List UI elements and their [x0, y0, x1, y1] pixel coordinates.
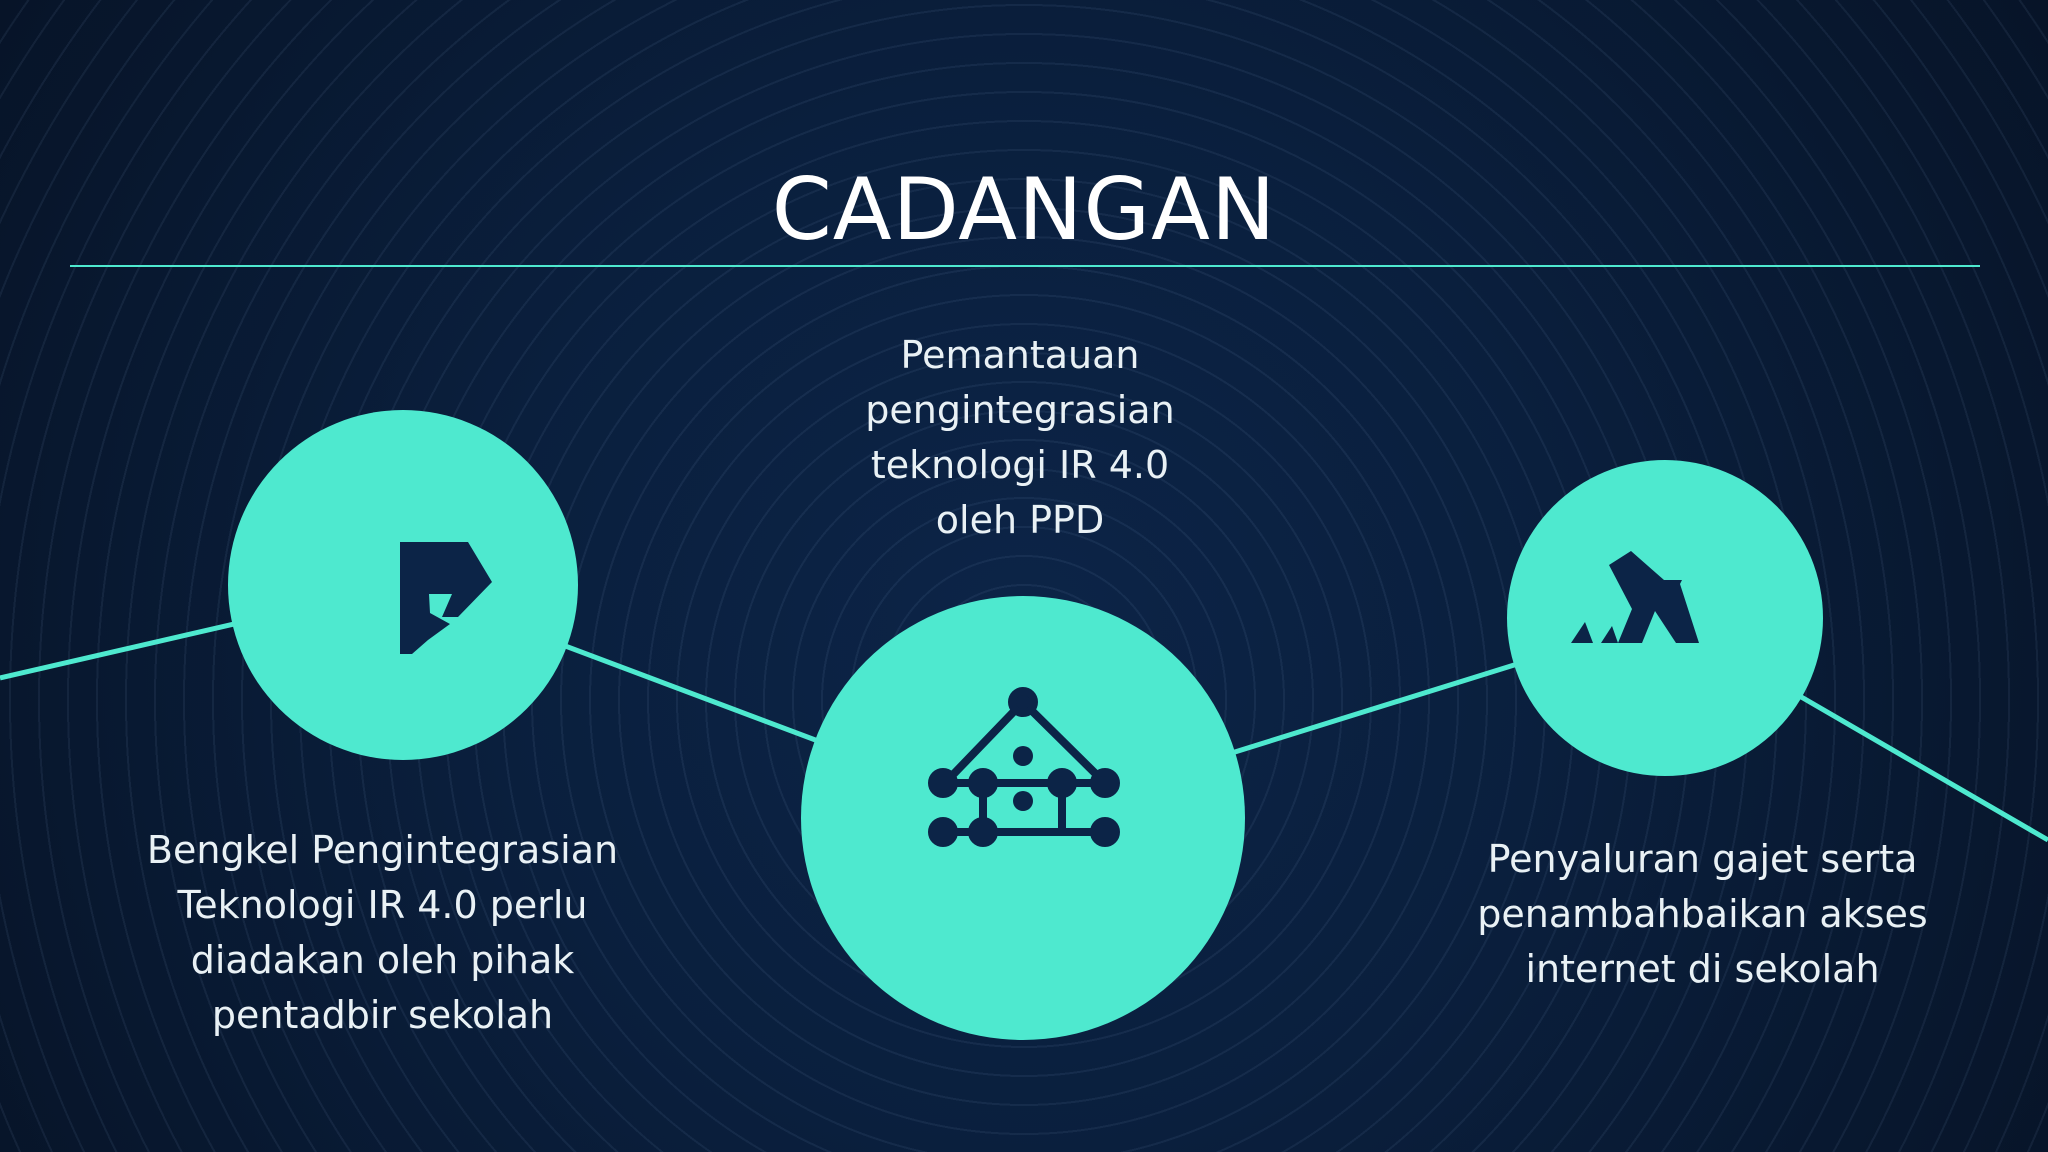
caption-line: oleh PPD [935, 498, 1105, 542]
timeline-node-center [801, 596, 1245, 1040]
caption-line: Teknologi IR 4.0 perlu [177, 883, 588, 927]
caption-line: diadakan oleh pihak [190, 938, 575, 982]
caption-right: Penyaluran gajet serta penambahbaikan ak… [1455, 832, 1950, 997]
caption-line: penambahbaikan akses [1477, 892, 1928, 936]
timeline-node-right [1507, 460, 1823, 776]
flag-icon [400, 542, 492, 654]
caption-line: pentadbir sekolah [211, 993, 554, 1037]
caption-line: pengintegrasian [865, 388, 1175, 432]
slide-title: CADANGAN [771, 160, 1277, 260]
caption-line: Pemantauan [900, 333, 1140, 377]
leaping-figure-icon [1571, 551, 1699, 643]
caption-line: teknologi IR 4.0 [870, 443, 1170, 487]
caption-line: internet di sekolah [1525, 947, 1880, 991]
caption-left: Bengkel Pengintegrasian Teknologi IR 4.0… [130, 823, 635, 1043]
caption-line: Bengkel Pengintegrasian [146, 828, 619, 872]
title-divider [70, 265, 1980, 267]
timeline-node-left [228, 410, 578, 760]
caption-line: Penyaluran gajet serta [1487, 837, 1918, 881]
caption-center: Pemantauan pengintegrasian teknologi IR … [820, 328, 1220, 548]
network-house-icon [928, 687, 1120, 847]
